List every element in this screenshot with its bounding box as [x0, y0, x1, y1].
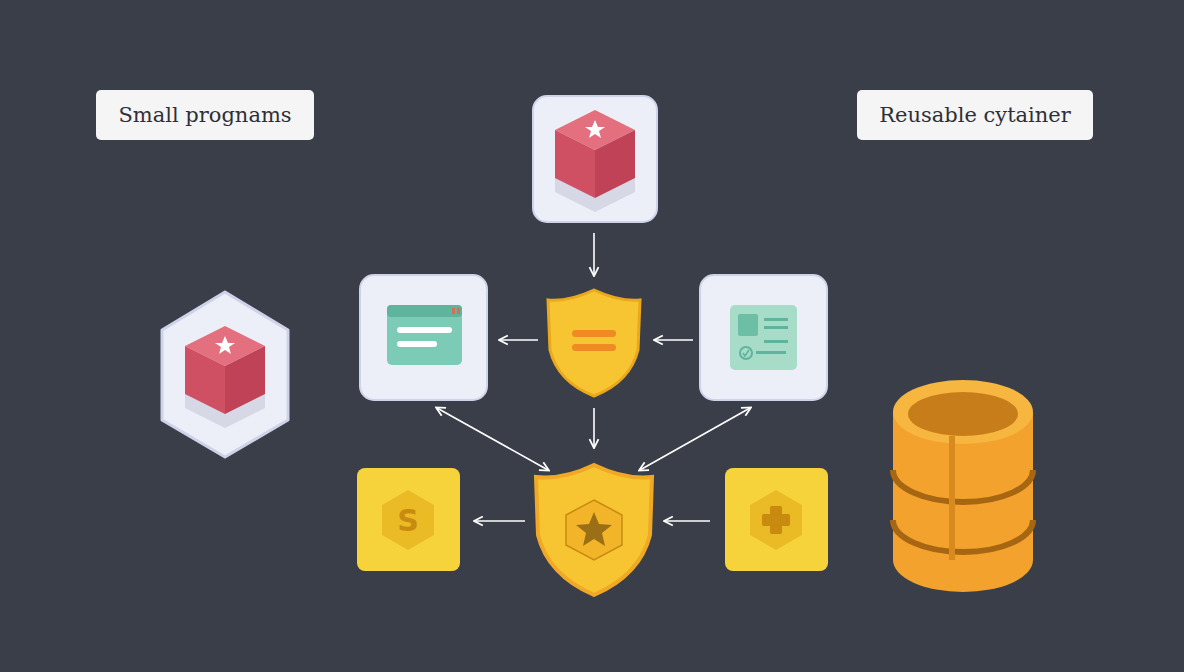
icon-letter: S: [397, 503, 419, 538]
dollar-tile: [357, 468, 460, 571]
shield-star: [536, 465, 652, 595]
label-text: Small prognams: [118, 103, 291, 127]
cube-tile: [533, 96, 657, 222]
cube-hexagon: [162, 292, 288, 457]
flow-arrows: [437, 233, 750, 521]
browser-tile: [360, 275, 487, 400]
label-text: Reusable cytainer: [879, 103, 1071, 127]
container-cylinder: [893, 380, 1033, 592]
plus-tile: [725, 468, 828, 571]
shield: [548, 290, 640, 396]
card-tile: [700, 275, 827, 400]
label-box: Reusable cytainer: [857, 90, 1093, 140]
label-box: Small prognams: [96, 90, 314, 140]
